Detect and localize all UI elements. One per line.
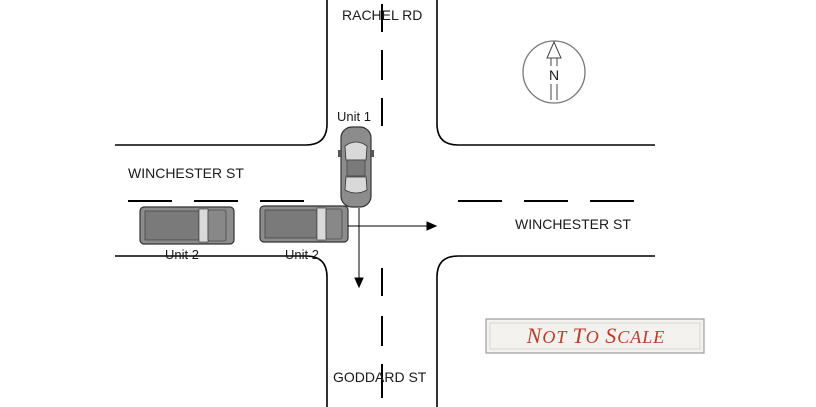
street-label-west: WINCHESTER ST xyxy=(128,165,244,181)
street-label-east: WINCHESTER ST xyxy=(515,216,631,232)
street-label-north: RACHEL RD xyxy=(342,7,422,23)
north-arrow-icon: N xyxy=(522,40,586,104)
arrow-east-icon xyxy=(426,221,438,231)
unit-2-prior-vehicle xyxy=(139,206,235,245)
road-edge-se xyxy=(436,255,655,407)
compass-letter: N xyxy=(549,67,559,83)
arrow-south-icon xyxy=(354,277,364,289)
road-edge-sw xyxy=(115,255,328,407)
unit-2-vehicle xyxy=(259,205,349,243)
unit-1-label: Unit 1 xyxy=(337,109,371,124)
not-to-scale-stamp: NOT TO SCALE xyxy=(485,318,705,354)
road-edges xyxy=(115,0,655,407)
street-label-south: GODDARD ST xyxy=(333,369,427,385)
road-edge-nw xyxy=(115,0,328,146)
not-to-scale-text: NOT TO SCALE xyxy=(526,323,666,348)
unit-1-vehicle xyxy=(338,126,374,208)
unit-2-prior-label: Unit 2 xyxy=(165,247,199,262)
travel-arrows xyxy=(348,208,438,289)
unit-2-label: Unit 2 xyxy=(285,247,319,262)
road-edge-ne xyxy=(436,0,655,146)
lane-dashes xyxy=(128,4,634,398)
